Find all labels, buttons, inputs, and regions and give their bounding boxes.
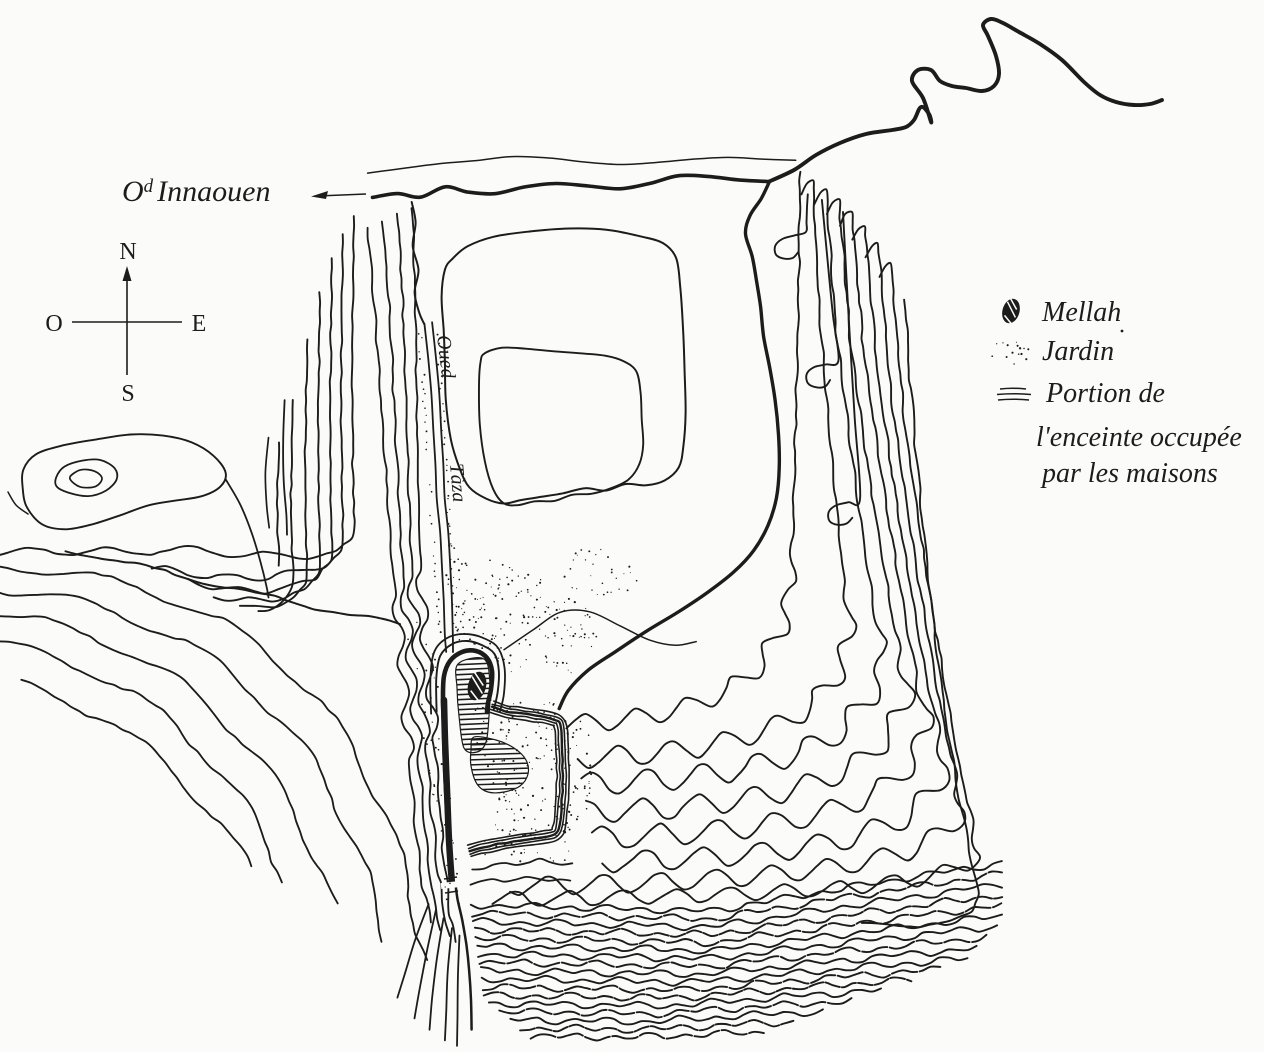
svg-text:E: E <box>192 311 207 337</box>
svg-text:Jardin: Jardin <box>1042 336 1114 367</box>
svg-text:O: O <box>45 311 62 337</box>
svg-text:S: S <box>121 381 134 407</box>
svg-text:Tàza: Tàza <box>445 463 470 504</box>
svg-text:Oued: Oued <box>432 334 459 381</box>
svg-text:N: N <box>119 239 136 265</box>
svg-text:Portion de: Portion de <box>1045 378 1165 409</box>
svg-text:l'enceinte occupée: l'enceinte occupée <box>1036 422 1242 453</box>
svg-text:Mellah: Mellah <box>1041 297 1121 328</box>
svg-text:par les maisons: par les maisons <box>1040 458 1218 489</box>
